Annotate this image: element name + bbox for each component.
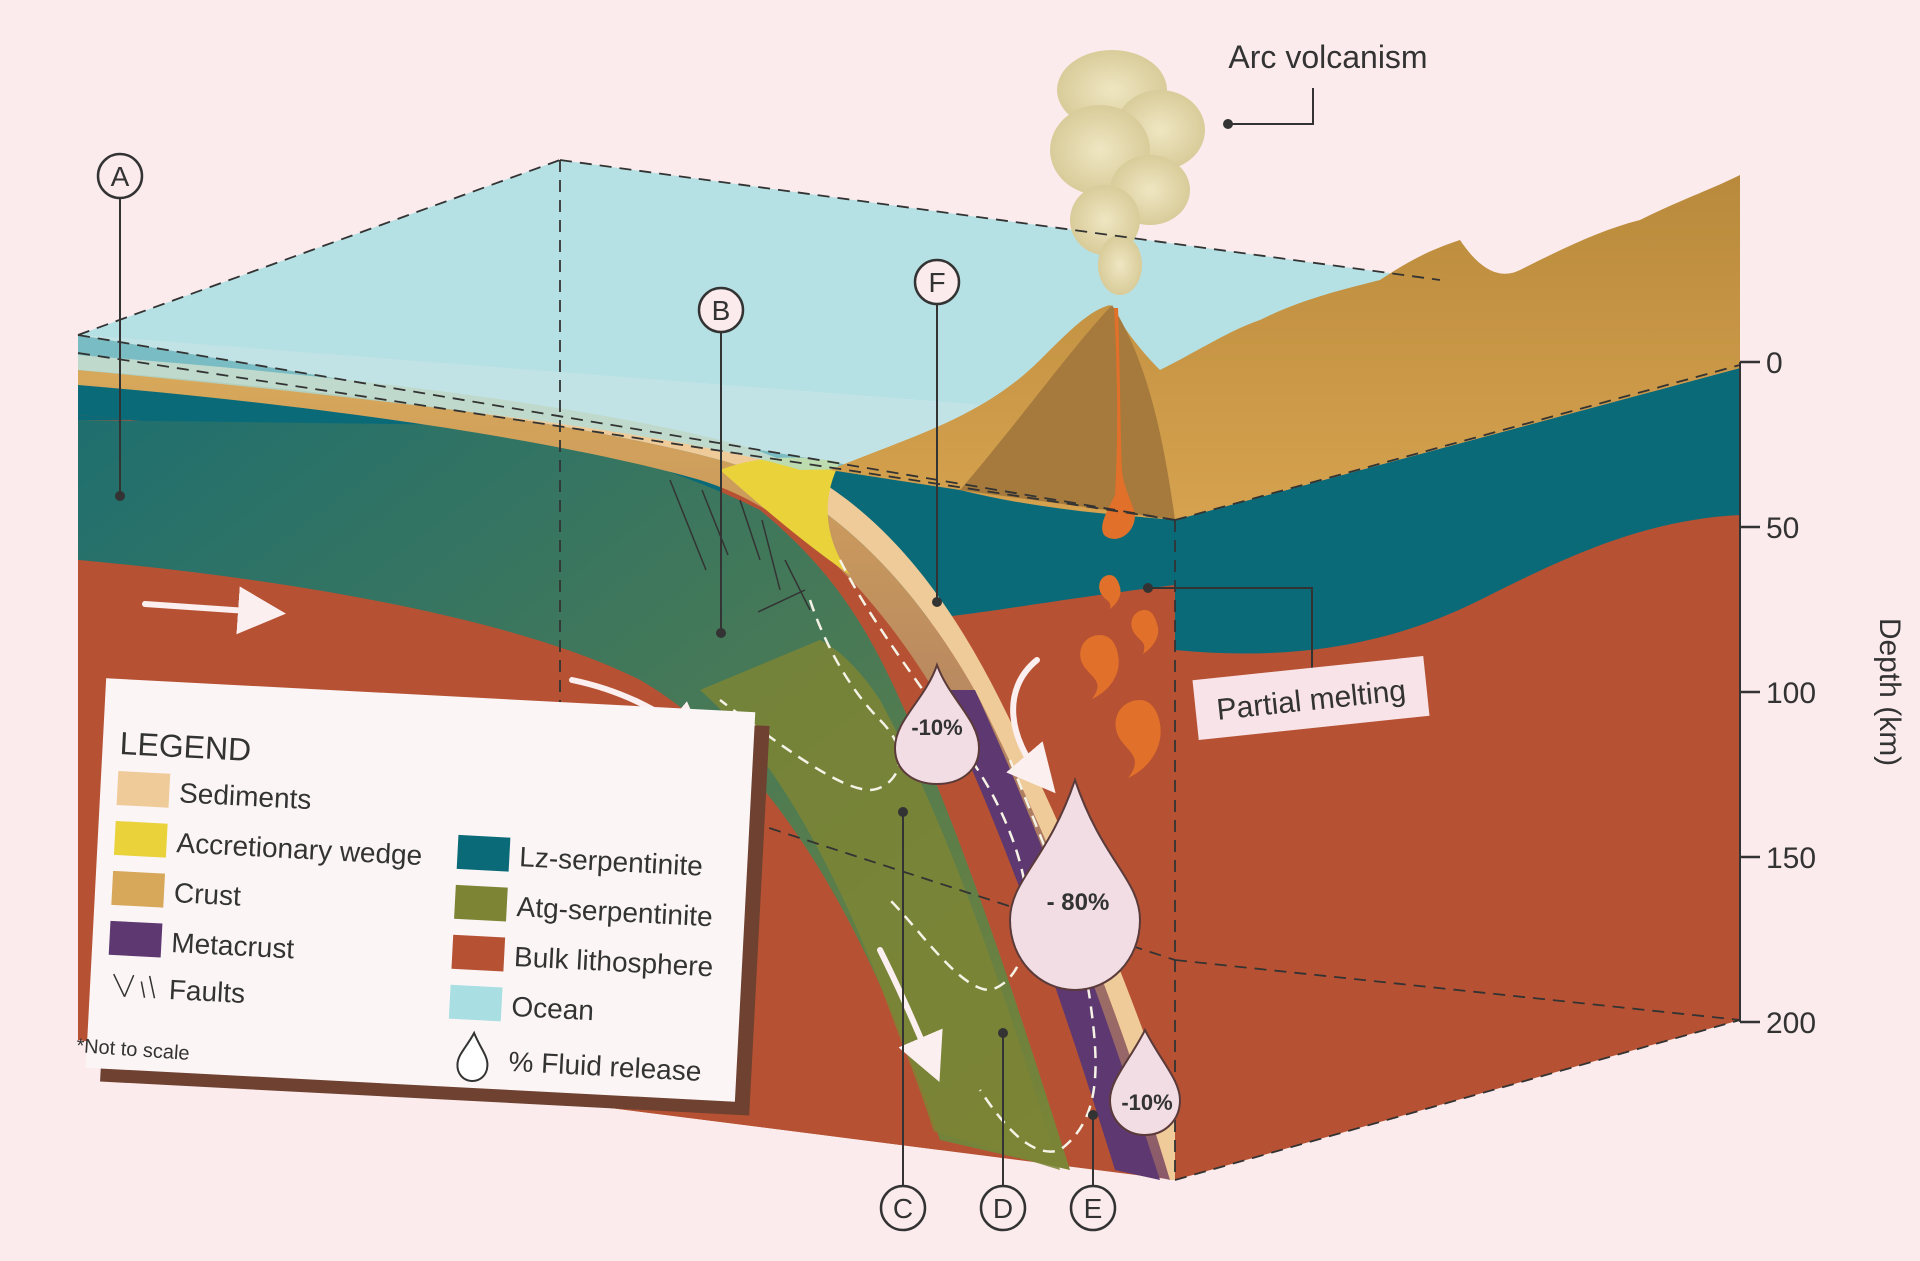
depth-tick-150: 150 <box>1740 842 1816 875</box>
marker-a: A <box>96 152 144 501</box>
marker-d: D <box>979 1028 1027 1232</box>
svg-text:Faults: Faults <box>168 974 246 1009</box>
faults-icon <box>113 973 156 999</box>
marker-d-label: D <box>993 1193 1013 1224</box>
fluid-drop-main: - 80% <box>1008 776 1142 992</box>
arc-volcanism-label: Arc volcanism <box>1228 39 1427 75</box>
accretionary-wedge-swatch <box>113 820 168 858</box>
marker-e: E <box>1069 1110 1117 1232</box>
bulk-lithosphere-swatch <box>451 934 506 972</box>
right-face-lz-serpentinite <box>1175 368 1740 654</box>
svg-text:200: 200 <box>1766 1007 1816 1040</box>
depth-axis-label: Depth (km) <box>1873 618 1906 766</box>
accretionary-wedge <box>720 457 850 575</box>
block-right-face <box>1175 368 1740 1180</box>
magma-conduit <box>1102 308 1135 539</box>
marker-b-label: B <box>712 295 731 326</box>
slab-sediments <box>78 355 1175 1180</box>
metacrust-swatch <box>108 920 163 958</box>
svg-text:150: 150 <box>1766 842 1816 875</box>
plate-motion-arrow <box>142 586 286 635</box>
fluid-drop-upper: -10% <box>893 662 981 786</box>
marker-c: C <box>879 807 927 1232</box>
slab-flow-arrow-2 <box>877 947 943 1083</box>
fluid-drop-main-label: - 80% <box>1047 889 1110 916</box>
svg-text:Metacrust: Metacrust <box>171 927 296 964</box>
marker-a-label: A <box>111 161 130 192</box>
marker-f-label: F <box>928 267 945 298</box>
mantle-wedge <box>78 420 1070 1170</box>
depth-axis: 0 50 100 150 200 Depth (km) <box>1739 347 1906 1040</box>
atg-serpentinite-slab <box>700 640 1060 1170</box>
marker-f: F <box>913 258 961 607</box>
flow-arrows <box>142 586 1056 1083</box>
fluid-drop-upper-label: -10% <box>911 715 962 740</box>
depth-tick-50: 50 <box>1740 512 1799 545</box>
svg-text:Crust: Crust <box>173 877 242 911</box>
corner-flow-arrow <box>1006 657 1056 794</box>
legend-item-metacrust: Metacrust <box>108 920 296 964</box>
fluid-drop-icon <box>456 1030 489 1082</box>
arc-land <box>830 175 1740 539</box>
legend-item-sediments: Sediments <box>116 771 312 815</box>
legend-item-ocean: Ocean <box>448 984 595 1026</box>
fluid-drop-lower: -10% <box>1108 1027 1182 1137</box>
svg-text:Ocean: Ocean <box>511 991 595 1026</box>
volcanic-plume <box>1050 50 1205 295</box>
svg-text:100: 100 <box>1766 677 1816 710</box>
marker-e-label: E <box>1084 1193 1103 1224</box>
svg-text:50: 50 <box>1766 512 1799 545</box>
lz-serpentinite-swatch <box>456 834 511 872</box>
depth-tick-100: 100 <box>1740 677 1816 710</box>
partial-melt-droplets <box>1080 575 1161 778</box>
marker-b: B <box>697 286 745 638</box>
dashed-outlines <box>77 159 1741 1181</box>
fluid-drop-lower-label: -10% <box>1121 1090 1172 1115</box>
depth-tick-200: 200 <box>1740 1007 1816 1040</box>
fault-lines <box>669 479 811 613</box>
atg-serpentinite-swatch <box>454 884 508 922</box>
legend-item-faults: Faults <box>113 973 246 1009</box>
legend: LEGEND Sediments Accretionary wedge Crus… <box>85 678 770 1116</box>
svg-text:0: 0 <box>1766 347 1783 380</box>
callout-partial-melting: Partial melting <box>1143 583 1430 740</box>
svg-text:Sediments: Sediments <box>178 777 312 815</box>
legend-title: LEGEND <box>119 725 252 768</box>
depth-tick-0: 0 <box>1740 347 1783 380</box>
sediments-swatch <box>116 771 171 808</box>
crust-swatch <box>111 870 166 908</box>
legend-item-crust: Crust <box>111 870 242 912</box>
callout-arc-volcanism: Arc volcanism <box>1223 39 1428 129</box>
ocean-front-face <box>78 335 1175 470</box>
ocean-swatch <box>448 984 503 1022</box>
marker-c-label: C <box>893 1193 913 1224</box>
